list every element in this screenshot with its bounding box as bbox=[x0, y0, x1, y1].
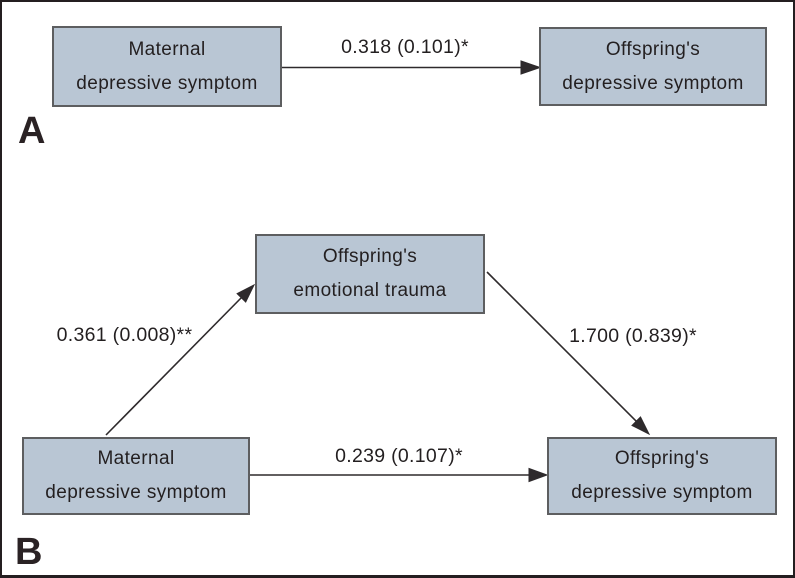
arrow-head-direct-effect bbox=[528, 467, 549, 483]
panel-b-label: B bbox=[15, 531, 43, 573]
box-offspring-depressive-symptom-a: Offspring's depressive symptom bbox=[539, 27, 767, 106]
arrow-line-a-path bbox=[105, 295, 244, 436]
coefficient-label-b-path: 1.700 (0.839)* bbox=[569, 325, 697, 347]
box-text-line: depressive symptom bbox=[45, 482, 227, 503]
box-maternal-depressive-symptom-b: Maternal depressive symptom bbox=[22, 437, 250, 515]
box-text-line: Offspring's bbox=[605, 38, 701, 60]
arrow-head-a-path bbox=[236, 283, 256, 303]
box-text-line: depressive symptom bbox=[562, 72, 744, 94]
box-text-line: Offspring's bbox=[322, 246, 418, 267]
box-offspring-emotional-trauma-b: Offspring's emotional trauma bbox=[255, 234, 485, 314]
coefficient-label-a-path: 0.361 (0.008)** bbox=[56, 324, 193, 346]
arrow-head-b-path bbox=[631, 416, 651, 436]
coefficient-label-direct-effect: 0.239 (0.107)* bbox=[335, 445, 463, 467]
box-text-line: Maternal bbox=[128, 38, 206, 60]
box-offspring-depressive-symptom-b: Offspring's depressive symptom bbox=[547, 437, 777, 515]
box-text-line: Maternal bbox=[97, 448, 175, 469]
box-text-line: depressive symptom bbox=[76, 72, 258, 94]
box-maternal-depressive-symptom-a: Maternal depressive symptom bbox=[52, 26, 282, 107]
arrow-line-b-path bbox=[486, 271, 639, 424]
arrow-head-total-effect bbox=[520, 60, 542, 75]
box-text-line: depressive symptom bbox=[571, 482, 753, 503]
panel-a-label: A bbox=[18, 110, 46, 152]
box-text-line: Offspring's bbox=[614, 448, 710, 469]
coefficient-label-total-effect: 0.318 (0.101)* bbox=[341, 36, 469, 58]
box-text-line: emotional trauma bbox=[293, 280, 447, 301]
